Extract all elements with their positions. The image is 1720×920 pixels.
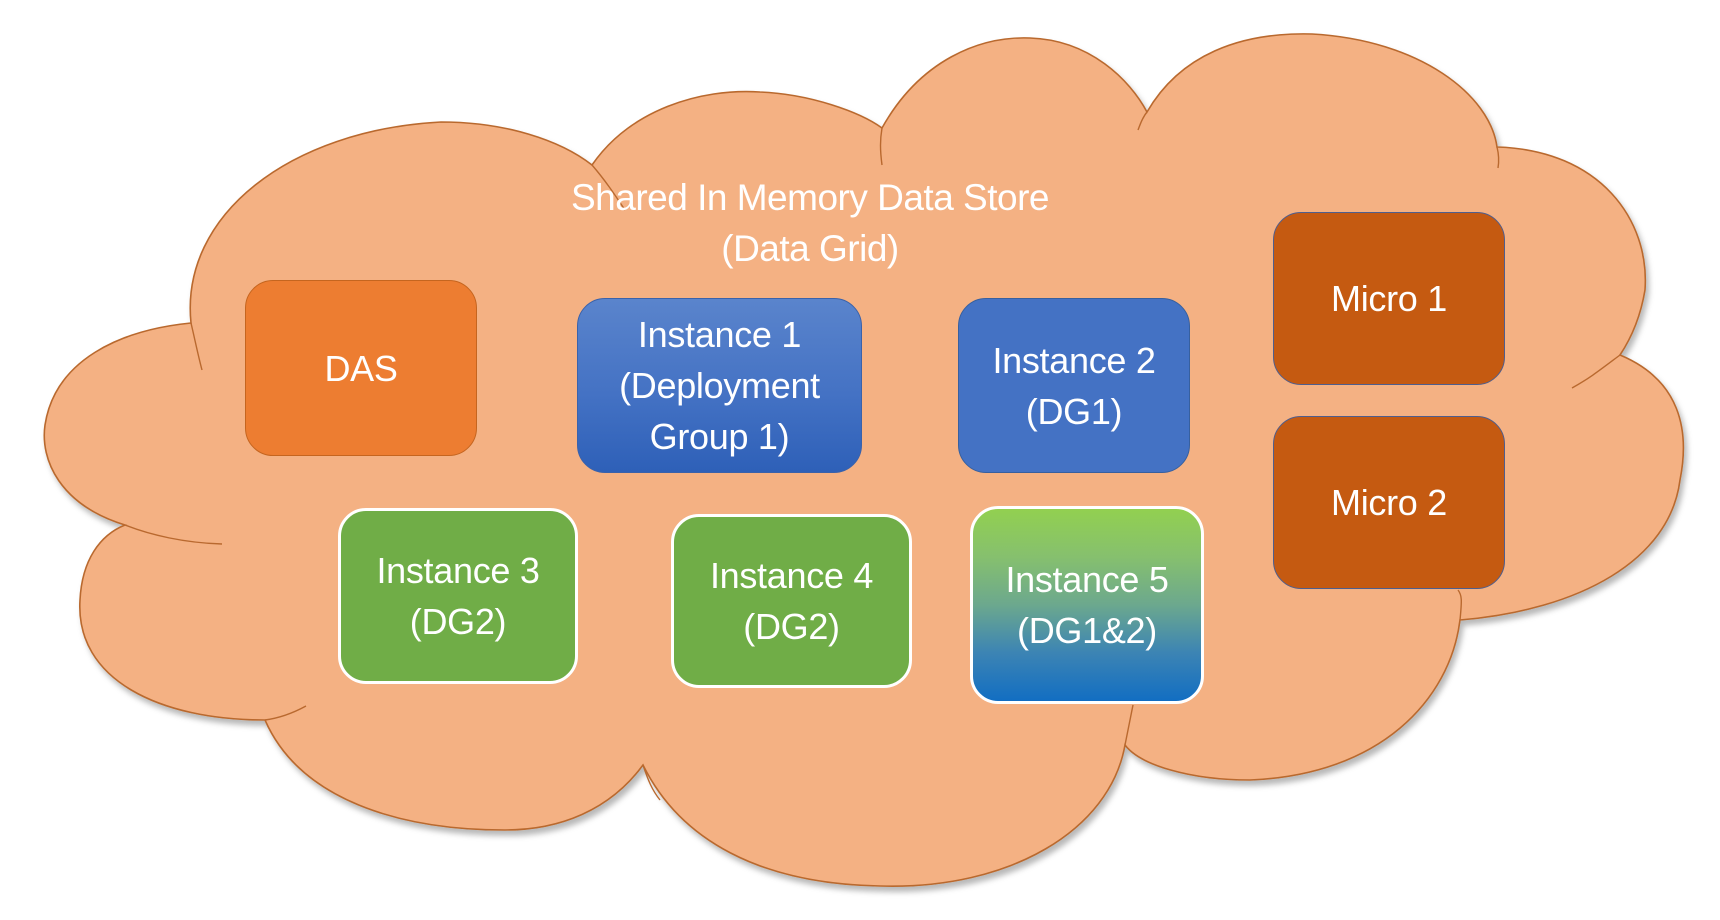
cloud-title: Shared In Memory Data Store (Data Grid)	[470, 172, 1150, 274]
node-instance-4[interactable]: Instance 4 (DG2)	[671, 514, 912, 688]
node-label: Instance 3 (DG2)	[376, 550, 540, 642]
cloud-crease	[642, 764, 661, 801]
node-instance-1[interactable]: Instance 1 (Deployment Group 1)	[577, 298, 862, 473]
cloud-crease	[879, 127, 883, 166]
node-micro-1[interactable]: Micro 1	[1273, 212, 1505, 385]
node-instance-3[interactable]: Instance 3 (DG2)	[338, 508, 578, 684]
cloud-crease	[1124, 704, 1134, 746]
cloud-crease	[190, 322, 203, 371]
node-label: Instance 1 (Deployment Group 1)	[619, 314, 820, 457]
cloud-crease	[591, 164, 626, 211]
node-das[interactable]: DAS	[245, 280, 477, 456]
cloud-crease	[264, 705, 307, 721]
node-label: Instance 5 (DG1&2)	[1005, 559, 1169, 651]
node-micro-2[interactable]: Micro 2	[1273, 416, 1505, 589]
node-label: Instance 2 (DG1)	[992, 339, 1156, 432]
cloud-crease	[1571, 354, 1621, 389]
cloud-crease	[1137, 111, 1148, 131]
node-label: DAS	[324, 347, 398, 389]
node-label: Micro 1	[1331, 278, 1447, 319]
node-instance-2[interactable]: Instance 2 (DG1)	[958, 298, 1190, 473]
node-label: Instance 4 (DG2)	[709, 555, 874, 647]
cloud-title-line-1: Shared In Memory Data Store	[571, 177, 1050, 218]
node-instance-5[interactable]: Instance 5 (DG1&2)	[970, 506, 1204, 704]
cloud-crease	[1496, 146, 1500, 169]
cloud-title-line-2: (Data Grid)	[721, 228, 899, 269]
cloud-crease	[124, 524, 223, 545]
cloud-crease	[1457, 589, 1463, 621]
node-label: Micro 2	[1331, 482, 1447, 523]
